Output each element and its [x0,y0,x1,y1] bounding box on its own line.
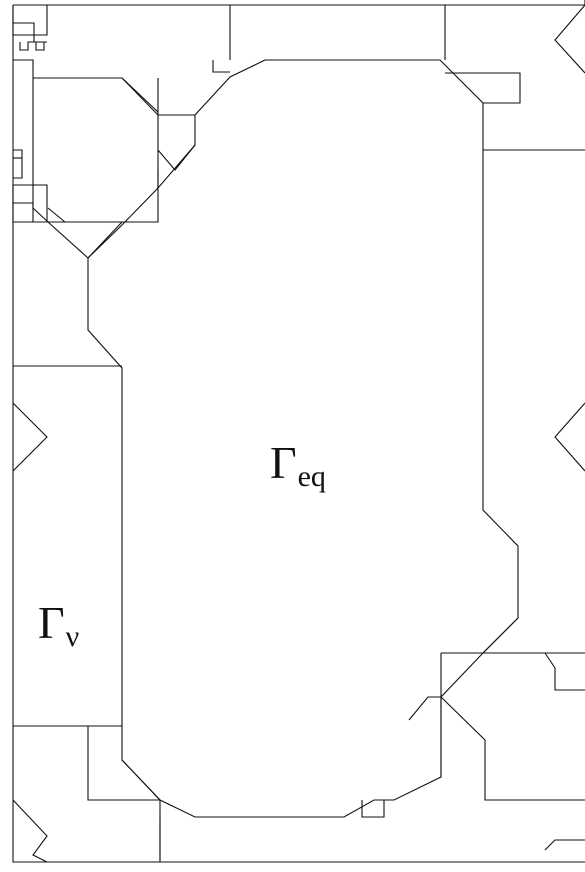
top-right-inner [445,72,521,104]
top-right-corner [554,4,585,74]
left-v-top [47,221,89,259]
region-label-gamma-eq: Γeq [270,440,326,492]
bottom-connector [361,800,385,818]
lower-left-diag [121,759,161,801]
left-small-inner [13,202,34,222]
lower-left-block [87,726,161,862]
corner-ticks [19,41,45,51]
bottom-left-corner [12,799,48,863]
corner-square-top [12,4,48,36]
outer-frame-left [12,5,585,863]
left-v-right [87,221,123,259]
lower-right-detail [544,652,585,691]
top-connector [212,60,230,73]
region-label-gamma-eq-subscript: eq [297,460,326,493]
left-small-square [12,184,48,223]
region-label-gamma-nu-subscript: ν [65,620,80,653]
region-label-gamma-eq-symbol: Γ [270,437,297,488]
lower-right-stubs [408,696,441,721]
upper-left-stub2 [157,144,196,171]
bottom-right-corner [544,839,585,851]
corner-notch [13,22,47,43]
lower-right-diag [482,617,519,654]
left-ticks [13,149,23,179]
top-band-left [13,59,34,78]
right-triangle [554,402,585,472]
outer-frame [13,0,585,6]
lower-right-inner [440,696,585,801]
upper-left-block-outline [32,77,159,223]
upper-left-diag [121,77,159,113]
upper-left-stub [157,78,195,116]
region-label-gamma-nu-symbol: Γ [38,597,65,648]
central-region-boundary [87,59,519,818]
left-triangle [12,402,48,472]
left-diag-a [47,207,66,223]
region-label-gamma-nu: Γν [38,600,79,652]
